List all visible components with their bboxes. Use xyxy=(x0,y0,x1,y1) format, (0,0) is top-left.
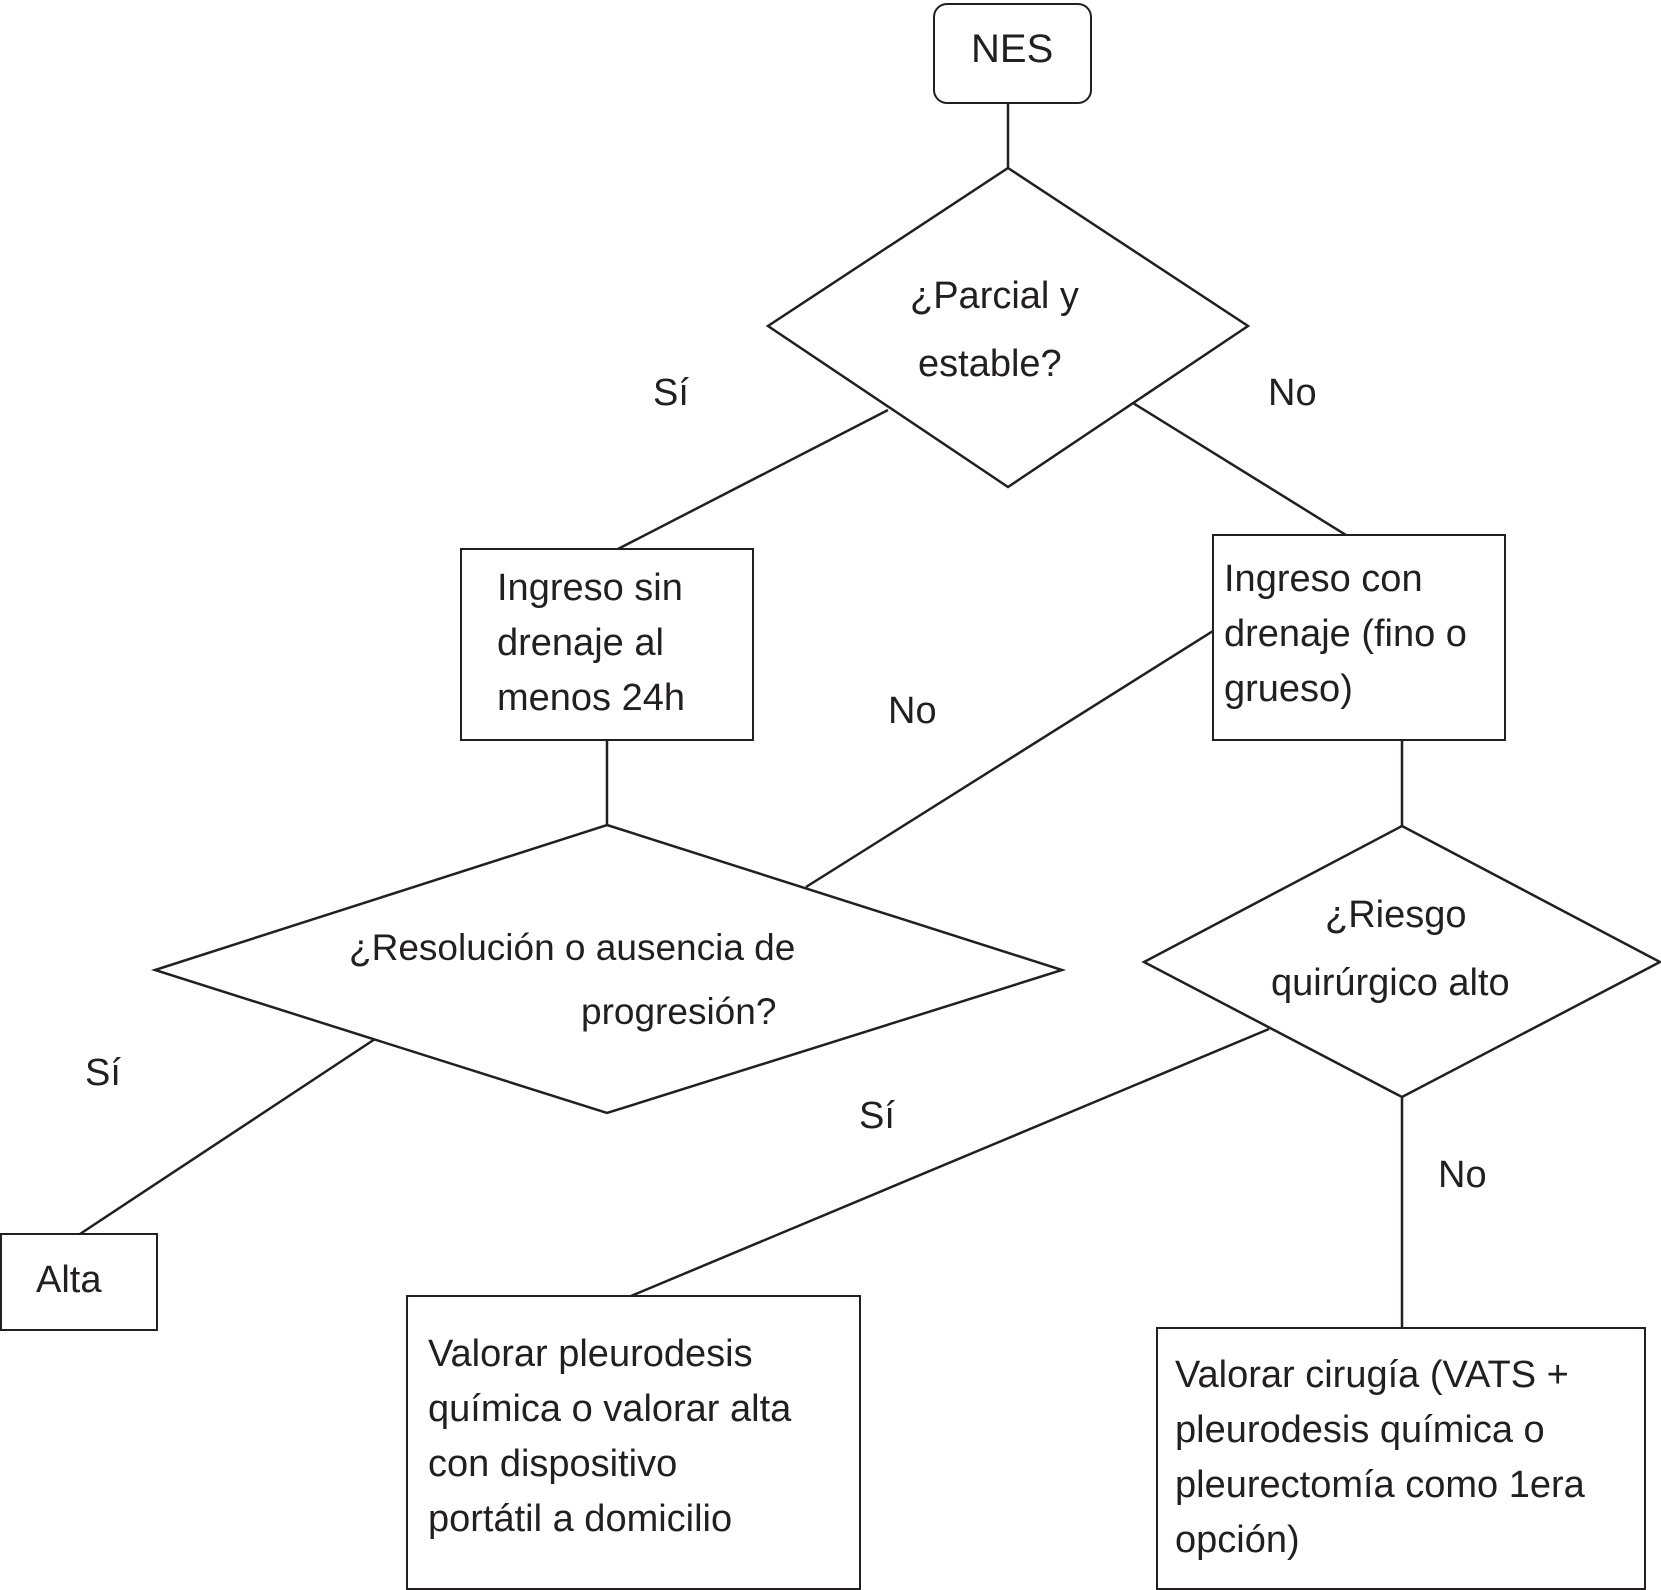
terminal-box-alta xyxy=(0,1233,158,1331)
process-box-pleurodesis xyxy=(406,1295,861,1590)
process-box-ingreso-con-drenaje-text: Ingreso con drenaje (fino o grueso) xyxy=(1224,552,1467,717)
process-box-cirugia xyxy=(1156,1327,1646,1590)
decision-q1-line-1: ¿Parcial y xyxy=(910,275,1079,317)
edge-label-q1-no: No xyxy=(1268,372,1317,414)
left-box-line-1: Ingreso sin xyxy=(497,567,683,609)
process-box-ingreso-con-drenaje xyxy=(1212,534,1506,741)
decision-q3-line-1: ¿Riesgo xyxy=(1325,894,1467,936)
edge-label-right-to-q2-no: No xyxy=(888,690,937,732)
connector-q2-yes xyxy=(79,1037,376,1236)
left-box-line-2: drenaje al xyxy=(497,622,664,664)
decision-q2-line-1: ¿Resolución o ausencia de xyxy=(349,927,796,968)
decision-q3-line-2: quirúrgico alto xyxy=(1271,962,1510,1004)
decision-q2-line-2: progresión? xyxy=(581,991,777,1032)
pleurodesis-line-4: portátil a domicilio xyxy=(428,1498,733,1540)
start-node-label: NES xyxy=(971,27,1054,71)
pleurodesis-line-1: Valorar pleurodesis xyxy=(428,1333,753,1375)
right-box-line-3: grueso) xyxy=(1224,668,1353,710)
connector-q1-yes xyxy=(615,408,889,552)
connector-right-q2-no xyxy=(805,629,1214,889)
edge-label-q2-yes: Sí xyxy=(85,1052,121,1094)
process-box-pleurodesis-text: Valorar pleurodesis química o valorar al… xyxy=(428,1327,791,1547)
surgery-line-1: Valorar cirugía (VATS + xyxy=(1175,1354,1569,1396)
connector-q3-yes xyxy=(630,1027,1270,1298)
process-box-cirugia-text: Valorar cirugía (VATS + pleurodesis quím… xyxy=(1175,1348,1585,1568)
right-box-line-1: Ingreso con xyxy=(1224,558,1423,600)
decision-diamond-q1 xyxy=(765,166,1251,489)
terminal-box-alta-label: Alta xyxy=(36,1259,102,1301)
decision-q3-text: ¿Riesgo quirúrgico alto xyxy=(1271,881,1510,1017)
left-box-line-3: menos 24h xyxy=(497,677,686,719)
decision-q1-text: ¿Parcial y estable? xyxy=(910,262,1079,398)
connector-q1-no xyxy=(1132,401,1347,537)
edge-label-q1-yes: Sí xyxy=(653,372,689,414)
surgery-line-2: pleurodesis química o xyxy=(1175,1409,1545,1451)
decision-diamond-q2 xyxy=(150,823,1067,1115)
surgery-line-4: opción) xyxy=(1175,1519,1300,1561)
pleurodesis-line-3: con dispositivo xyxy=(428,1443,678,1485)
edge-label-q3-yes: Sí xyxy=(859,1095,895,1137)
surgery-line-3: pleurectomía como 1era xyxy=(1175,1464,1585,1506)
pleurodesis-line-2: química o valorar alta xyxy=(428,1388,792,1430)
decision-q1-line-2: estable? xyxy=(918,343,1062,385)
process-box-ingreso-sin-drenaje-text: Ingreso sin drenaje al menos 24h xyxy=(497,561,685,726)
start-node xyxy=(933,3,1092,104)
decision-q2-text: ¿Resolución o ausencia de progresión? xyxy=(349,916,795,1044)
edge-label-q3-no: No xyxy=(1438,1154,1487,1196)
right-box-line-2: drenaje (fino o xyxy=(1224,613,1467,655)
process-box-ingreso-sin-drenaje xyxy=(460,548,754,741)
